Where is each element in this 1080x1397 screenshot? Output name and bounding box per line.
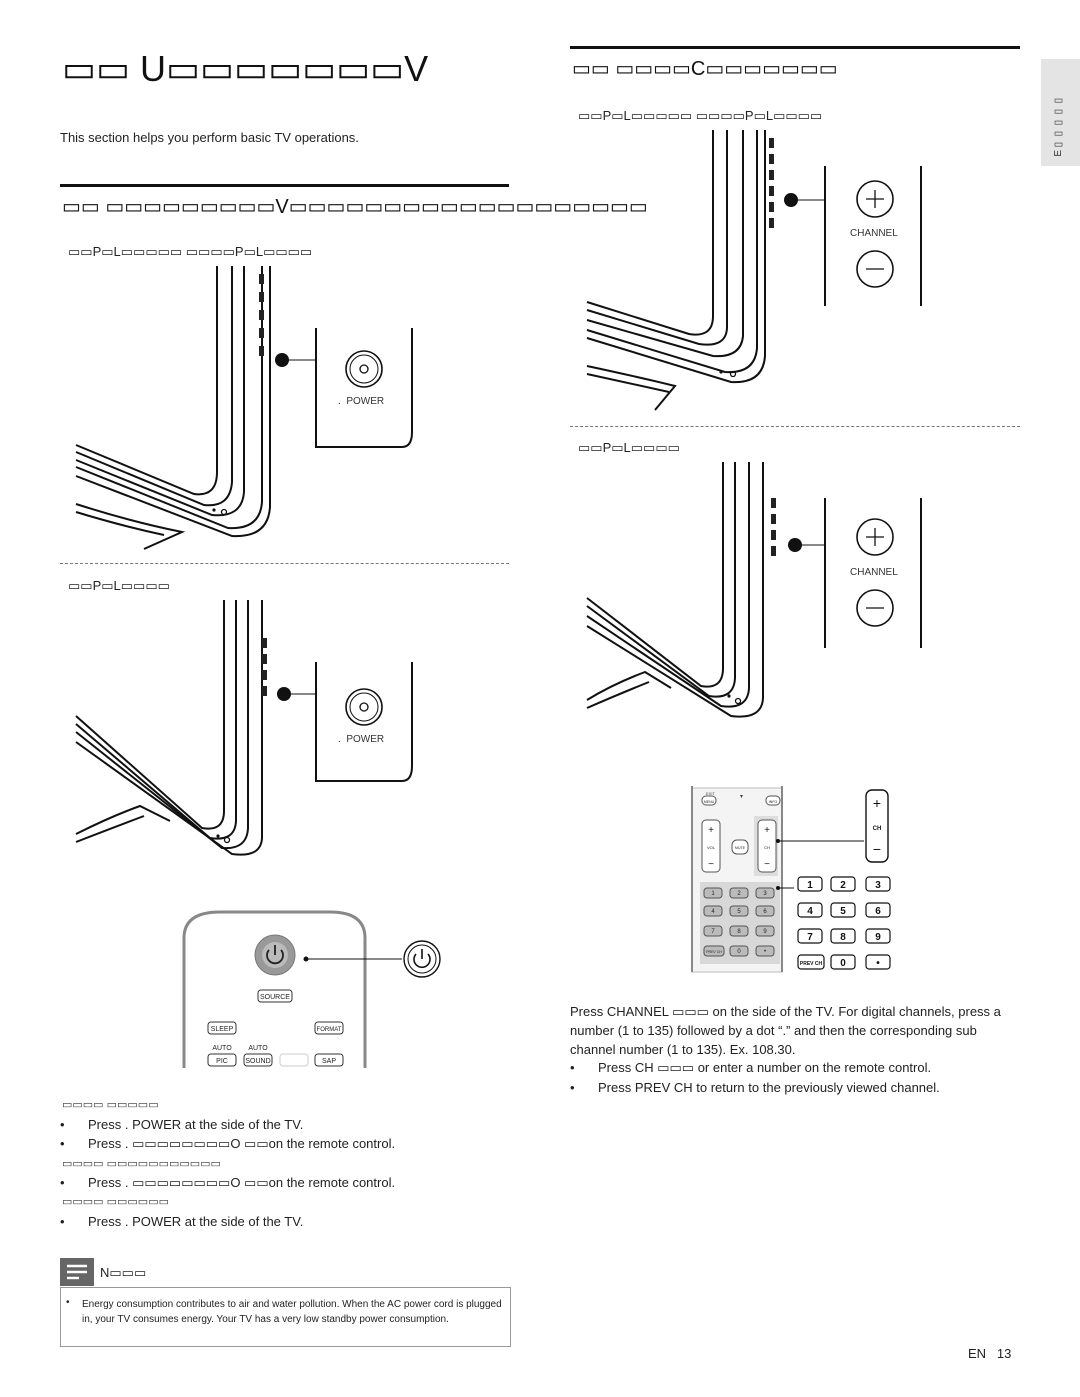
remote-channel-illustration: EXIT MENU ▾ INFO + VOL − MUTE + CH − 1 2… bbox=[691, 786, 889, 973]
divider-dashed-left bbox=[60, 563, 509, 564]
zoom-key-9: 9 bbox=[875, 932, 881, 943]
tv-power-illustration-1 bbox=[75, 266, 413, 550]
standby-step-1-text: Press . ▭▭▭▭▭▭▭▭O ▭▭on the remote contro… bbox=[88, 1175, 396, 1190]
svg-text:+: + bbox=[708, 825, 714, 836]
remote-key-7: 7 bbox=[711, 929, 715, 935]
zoom-key-1: 1 bbox=[807, 880, 813, 891]
remote-auto2-label: AUTO bbox=[248, 1045, 268, 1052]
zoom-keypad: 1 2 3 4 5 6 7 8 9 0 • PREV CH bbox=[796, 874, 896, 979]
remote-sleep-label: SLEEP bbox=[211, 1026, 234, 1033]
tv-channel-illustration-1 bbox=[586, 130, 922, 411]
zoom-key-3: 3 bbox=[875, 880, 881, 891]
zoom-prev-label: PREV CH bbox=[800, 961, 823, 967]
turn-on-heading: ▭▭▭▭ ▭▭▭▭▭ bbox=[62, 1099, 159, 1111]
remote-key-6: 6 bbox=[763, 909, 767, 915]
standby-step-1: •Press . ▭▭▭▭▭▭▭▭O ▭▭on the remote contr… bbox=[60, 1175, 396, 1190]
page-title: ▭▭ U▭▭▭▭▭▭▭V bbox=[62, 48, 429, 89]
remote-sound-label: SOUND bbox=[245, 1058, 270, 1065]
svg-text:−: − bbox=[873, 841, 881, 857]
svg-text:−: − bbox=[708, 859, 714, 870]
channel-step-1-text: Press CH ▭▭▭ or enter a number on the re… bbox=[598, 1060, 932, 1075]
standby-heading: ▭▭▭▭ ▭▭▭▭▭▭▭▭▭▭▭ bbox=[62, 1158, 221, 1170]
remote-format-label: FORMAT bbox=[317, 1027, 342, 1033]
section-title-channels: ▭▭ ▭▭▭▭C▭▭▭▭▭▭▭ bbox=[572, 58, 838, 80]
note-icon bbox=[60, 1258, 94, 1286]
zoom-key-2: 2 bbox=[840, 880, 846, 891]
page-footer: EN 13 bbox=[968, 1346, 1011, 1361]
power-label-2: POWER bbox=[346, 734, 385, 745]
remote-key-2: 2 bbox=[737, 891, 741, 897]
power-button-caption-1: . POWER bbox=[338, 396, 385, 407]
remote-pic-label: PIC bbox=[216, 1058, 228, 1065]
note-title: N▭▭▭ bbox=[100, 1265, 147, 1280]
channel-label-1: CHANNEL bbox=[850, 228, 898, 239]
channel-step-2-text: Press PREV CH to return to the previousl… bbox=[598, 1080, 940, 1095]
note-box bbox=[60, 1287, 511, 1347]
turn-on-step-1: •Press . POWER at the side of the TV. bbox=[60, 1117, 304, 1132]
language-tab-label: E▭▭▭▭▭ bbox=[1053, 95, 1064, 157]
remote-key-8: 8 bbox=[737, 929, 741, 935]
tv-power-illustration-2 bbox=[75, 600, 413, 856]
language-tab bbox=[1041, 59, 1080, 166]
remote-key-1: 1 bbox=[711, 891, 715, 897]
subheading-model-b: ▭▭P▭L▭▭▭▭ bbox=[68, 578, 170, 593]
turn-on-step-2-text: Press . ▭▭▭▭▭▭▭▭O ▭▭on the remote contro… bbox=[88, 1136, 396, 1151]
turn-off-heading: ▭▭▭▭ ▭▭▭▭▭▭ bbox=[62, 1196, 169, 1208]
remote-mute-label: MUTE bbox=[735, 846, 746, 850]
remote-vol-label: VOL bbox=[707, 845, 716, 850]
remote-key-5: 5 bbox=[737, 909, 741, 915]
channel-label-2: CHANNEL bbox=[850, 567, 898, 578]
subheading-channel-model-b: ▭▭P▭L▭▭▭▭ bbox=[578, 440, 680, 455]
remote-key-4: 4 bbox=[711, 909, 715, 915]
remote-menu-label: MENU bbox=[704, 800, 715, 804]
zoom-key-7: 7 bbox=[807, 932, 813, 943]
note-bullet-dot: • bbox=[66, 1297, 70, 1308]
turn-on-step-2: •Press . ▭▭▭▭▭▭▭▭O ▭▭on the remote contr… bbox=[60, 1136, 396, 1151]
subheading-channel-model-a: ▭▭P▭L▭▭▭▭▭ ▭▭▭▭P▭L▭▭▭▭ bbox=[578, 108, 823, 123]
page-number: 13 bbox=[996, 1346, 1012, 1361]
turn-off-step-1: •Press . POWER at the side of the TV. bbox=[60, 1214, 304, 1229]
turn-on-step-1-text: Press . POWER at the side of the TV. bbox=[88, 1117, 304, 1132]
note-text: Energy consumption contributes to air an… bbox=[82, 1299, 502, 1325]
remote-sap-label: SAP bbox=[322, 1058, 336, 1065]
remote-prev-label: PREV CH bbox=[706, 950, 722, 954]
intro-text: This section helps you perform basic TV … bbox=[60, 130, 359, 145]
svg-text:+: + bbox=[764, 825, 770, 836]
svg-text:−: − bbox=[764, 859, 770, 870]
zoom-key-0: 0 bbox=[840, 958, 846, 969]
zoom-key-5: 5 bbox=[840, 906, 846, 917]
tv-channel-illustration-2 bbox=[586, 462, 922, 718]
zoom-ch-label: CH bbox=[873, 826, 882, 832]
subheading-model-a: ▭▭P▭L▭▭▭▭▭ ▭▭▭▭P▭L▭▭▭▭ bbox=[68, 244, 313, 259]
section-rule-right bbox=[570, 46, 1020, 49]
remote-source-label: SOURCE bbox=[260, 994, 290, 1001]
svg-text:▾: ▾ bbox=[740, 794, 743, 800]
zoom-key-4: 4 bbox=[807, 906, 813, 917]
remote-exit-label: EXIT bbox=[706, 791, 715, 796]
section-title-switch: ▭▭ ▭▭▭▭▭▭▭▭▭V▭▭▭▭▭▭▭▭▭▭▭▭▭▭▭▭▭▭▭ bbox=[62, 196, 648, 218]
channel-step-2: •Press PREV CH to return to the previous… bbox=[570, 1080, 940, 1095]
remote-key-3: 3 bbox=[763, 891, 767, 897]
footer-language: EN bbox=[968, 1346, 987, 1361]
remote-auto1-label: AUTO bbox=[212, 1045, 232, 1052]
zoom-key-dot: • bbox=[876, 958, 880, 969]
remote-key-0: 0 bbox=[737, 949, 741, 955]
svg-text:+: + bbox=[873, 795, 881, 811]
power-label-1: POWER bbox=[346, 396, 385, 407]
turn-off-step-1-text: Press . POWER at the side of the TV. bbox=[88, 1214, 304, 1229]
channel-instructions: Press CHANNEL ▭▭▭ on the side of the TV.… bbox=[570, 1004, 1001, 1057]
remote-key-dot: • bbox=[764, 949, 766, 955]
remote-power-illustration: SOURCE SLEEP FORMAT AUTO AUTO PIC SOUND … bbox=[182, 910, 441, 1068]
zoom-key-6: 6 bbox=[875, 906, 881, 917]
divider-dashed-right bbox=[570, 426, 1020, 427]
section-rule-left bbox=[60, 184, 509, 187]
power-button-caption-2: . POWER bbox=[338, 734, 385, 745]
remote-ch-label: CH bbox=[764, 845, 770, 850]
remote-key-9: 9 bbox=[763, 929, 767, 935]
zoom-key-8: 8 bbox=[840, 932, 846, 943]
channel-step-1: •Press CH ▭▭▭ or enter a number on the r… bbox=[570, 1060, 932, 1075]
remote-info-label: INFO bbox=[769, 800, 778, 804]
